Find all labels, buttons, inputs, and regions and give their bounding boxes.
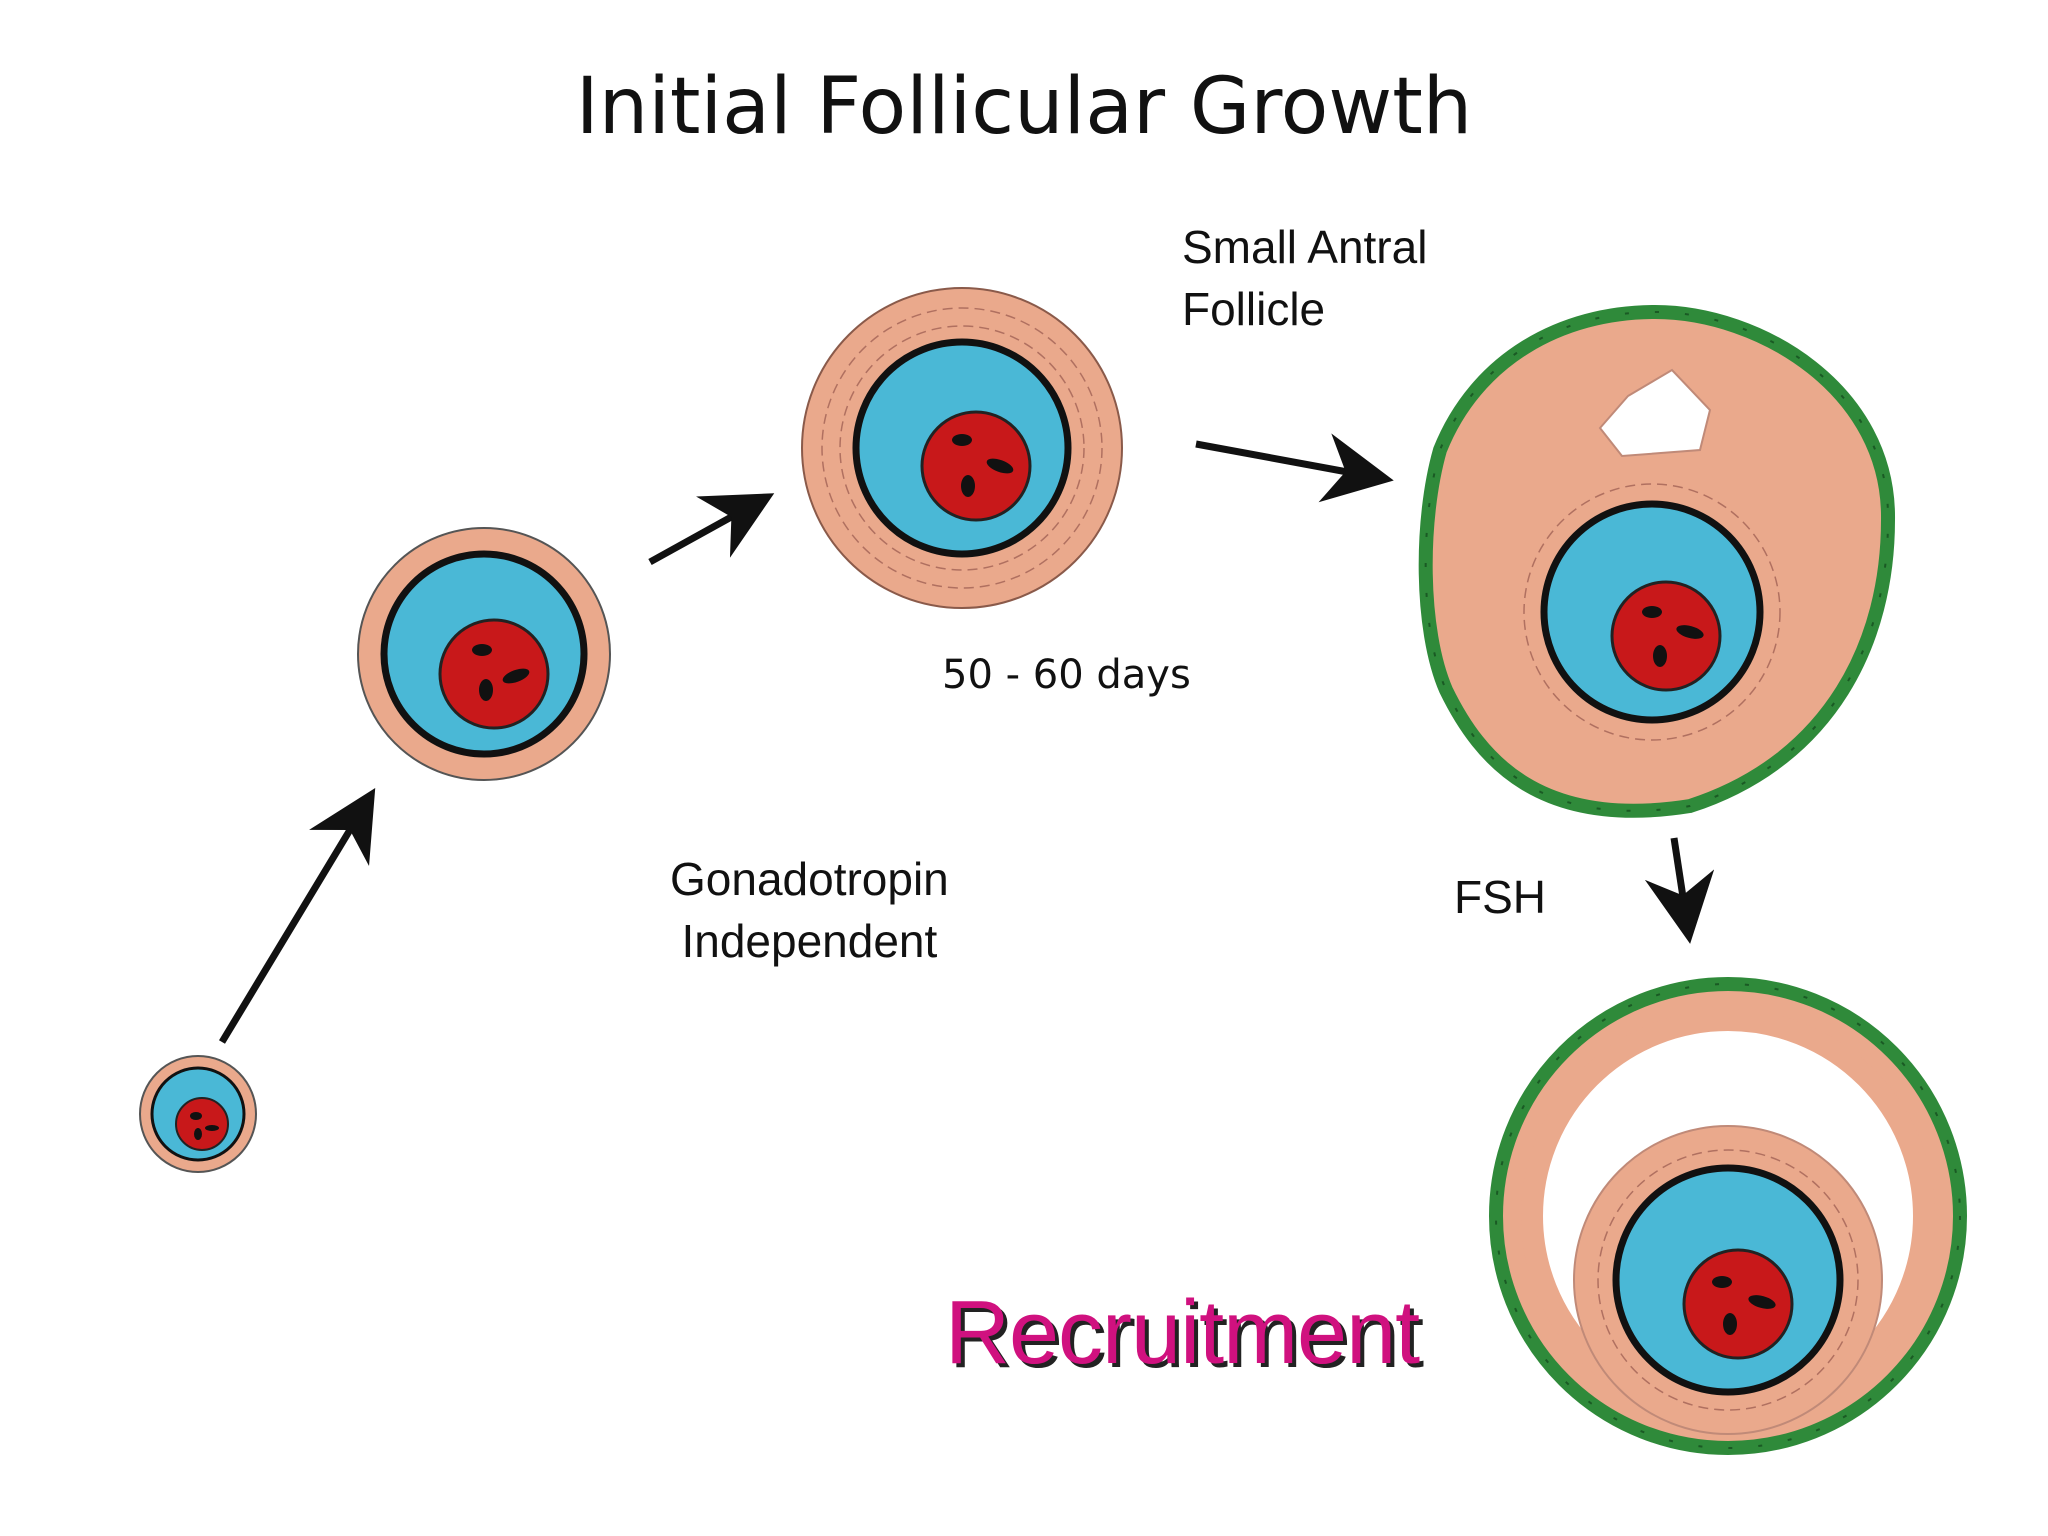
arrow-antral-to-recruited <box>1644 837 1715 944</box>
fsh-label: FSH <box>1454 871 1546 923</box>
gonadotropin-label: Gonadotropin Independent <box>670 848 949 972</box>
small-antral-follicle <box>1418 304 1896 818</box>
primary-follicle <box>357 527 611 781</box>
small-antral-label: Small Antral Follicle <box>1182 216 1427 340</box>
secondary-follicle <box>801 287 1123 609</box>
arrow-secondary-to-antral <box>1195 433 1394 503</box>
small-antral-label-line1: Small Antral <box>1182 221 1428 273</box>
small-antral-label-line2: Follicle <box>1182 283 1326 335</box>
gonadotropin-label-line1: Gonadotropin <box>670 853 949 905</box>
duration-label: 50 - 60 days <box>942 652 1191 698</box>
recruited-follicle <box>1489 977 1967 1455</box>
page-title: Initial Follicular Growth <box>575 62 1473 152</box>
growth-arrows <box>219 433 1715 1044</box>
arrow-primordial-to-primary <box>219 788 376 1044</box>
arrow-primary-to-secondary <box>648 493 775 566</box>
gonadotropin-label-line2: Independent <box>681 915 938 967</box>
recruitment-label: Recruitment <box>945 1283 1420 1383</box>
primordial-follicle <box>139 1055 257 1173</box>
